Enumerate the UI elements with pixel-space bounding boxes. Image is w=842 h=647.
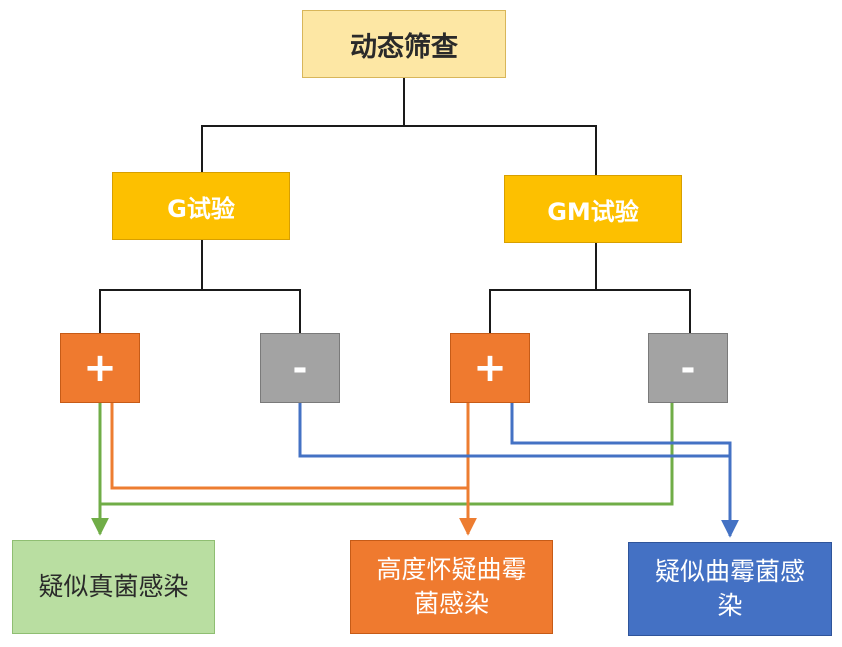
gm-test-negative-node: - [648,333,728,403]
g-test-node: G试验 [112,172,290,240]
suspected-fungal-infection-node: 疑似真菌感染 [12,540,215,634]
orange-line-g-positive [110,403,468,490]
g-test-positive-node: + [60,333,140,403]
blue-arrow-gm-positive [510,403,739,538]
green-line-gm-negative [100,403,674,506]
gm-test-node: GM试验 [504,175,682,243]
tests-branch-line [201,125,597,175]
highly-suspected-aspergillus-node: 高度怀疑曲霉菌感染 [350,540,553,634]
gm-test-branch-line [489,289,691,333]
suspected-aspergillus-node: 疑似曲霉菌感染 [628,542,832,636]
gm-test-positive-node: + [450,333,530,403]
g-test-negative-node: - [260,333,340,403]
blue-line-g-negative [298,403,730,458]
dynamic-screening-node: 动态筛查 [302,10,506,78]
g-test-branch-line [99,289,301,333]
